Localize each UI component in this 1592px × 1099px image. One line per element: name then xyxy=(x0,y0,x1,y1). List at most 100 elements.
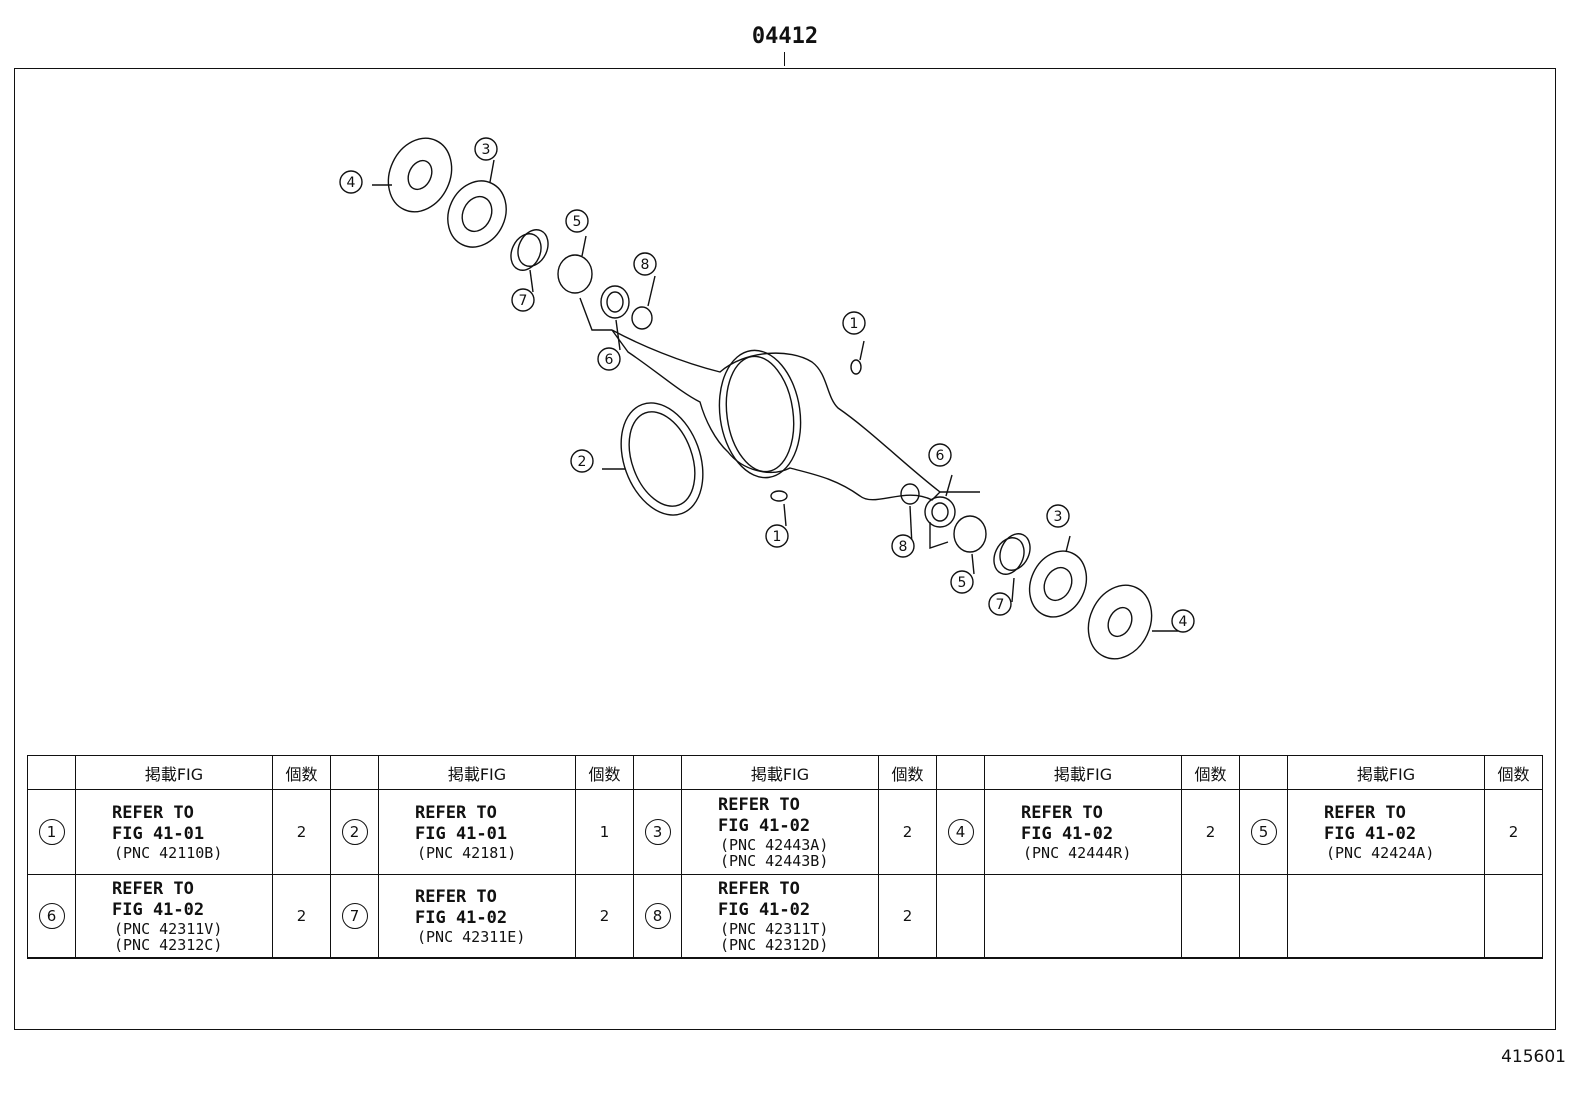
item-index-cell: 5 xyxy=(1239,789,1288,875)
header-qty: 個数 xyxy=(272,755,331,790)
part-number-leader xyxy=(784,52,785,66)
item-qty-cell: 1 xyxy=(575,789,634,875)
header-index-cell xyxy=(27,755,76,790)
item-qty-cell xyxy=(1484,874,1543,959)
fig-reference: FIG 41-02 xyxy=(415,908,508,928)
header-index-cell xyxy=(936,755,985,790)
refer-to-text: REFER TO xyxy=(415,803,497,823)
pnc-code: (PNC 42311E) xyxy=(417,928,526,946)
axle-housing xyxy=(611,329,942,501)
part-1-upper xyxy=(850,359,862,375)
item-qty-cell: 2 xyxy=(272,874,331,959)
callout-number: 5 xyxy=(958,575,967,591)
refer-to-text: REFER TO xyxy=(718,795,800,815)
callout-number: 1 xyxy=(850,316,859,332)
callout-number: 8 xyxy=(899,539,908,555)
fig-reference: FIG 41-01 xyxy=(112,824,205,844)
item-fig-cell xyxy=(1287,874,1485,959)
pnc-code: (PNC 42424A) xyxy=(1326,844,1435,862)
item-index-badge: 3 xyxy=(644,819,671,845)
figure-number: 415601 xyxy=(1501,1047,1566,1067)
callout-number: 3 xyxy=(1054,509,1063,525)
item-qty-cell: 2 xyxy=(272,789,331,875)
header-fig: 掲載FIG xyxy=(681,755,879,790)
part-3-right xyxy=(1028,550,1088,618)
item-qty-cell: 2 xyxy=(1181,789,1240,875)
part-7-left xyxy=(517,229,549,267)
callout-circle xyxy=(988,592,1012,616)
refer-to-text: REFER TO xyxy=(112,879,194,899)
part-8-left xyxy=(631,306,653,330)
item-index-cell: 6 xyxy=(27,874,76,959)
callout-circle xyxy=(842,311,866,335)
callout-circle xyxy=(511,288,535,312)
callout-circle xyxy=(339,170,363,194)
callout-number: 2 xyxy=(578,454,587,470)
fig-reference: FIG 41-01 xyxy=(415,824,508,844)
item-fig-cell xyxy=(984,874,1182,959)
item-index-cell xyxy=(936,874,985,959)
callout-number: 8 xyxy=(641,257,650,273)
header-fig: 掲載FIG xyxy=(378,755,576,790)
header-qty: 個数 xyxy=(1484,755,1543,790)
callout-circle xyxy=(1171,609,1195,633)
item-qty-cell: 2 xyxy=(1484,789,1543,875)
callout-number: 6 xyxy=(605,352,614,368)
header-qty: 個数 xyxy=(575,755,634,790)
callout-number: 7 xyxy=(996,597,1005,613)
part-2-gasket xyxy=(620,402,704,516)
callout-number: 6 xyxy=(936,448,945,464)
item-qty-cell: 2 xyxy=(575,874,634,959)
callout-circle xyxy=(765,524,789,548)
fig-reference: FIG 41-02 xyxy=(1324,824,1417,844)
part-number-label: 04412 xyxy=(751,24,819,49)
pnc-code: (PNC 42443A) xyxy=(720,836,829,854)
carrier-opening xyxy=(725,355,795,473)
item-index-cell: 1 xyxy=(27,789,76,875)
item-index-cell: 8 xyxy=(633,874,682,959)
item-qty-cell xyxy=(1181,874,1240,959)
pnc-code: (PNC 42312C) xyxy=(114,936,223,954)
item-index-badge: 5 xyxy=(1250,819,1277,845)
header-index-cell xyxy=(1239,755,1288,790)
refer-to-text: REFER TO xyxy=(1324,803,1406,823)
part-5-left xyxy=(557,254,593,294)
item-qty-cell: 2 xyxy=(878,874,937,959)
callout-circle xyxy=(928,443,952,467)
refer-to-text: REFER TO xyxy=(112,803,194,823)
part-3-left xyxy=(447,180,507,248)
header-fig: 掲載FIG xyxy=(1287,755,1485,790)
callout-circle xyxy=(565,209,589,233)
callout-number: 1 xyxy=(773,529,782,545)
item-index-badge: 7 xyxy=(341,903,368,929)
pnc-code: (PNC 42110B) xyxy=(114,844,223,862)
fig-reference: FIG 41-02 xyxy=(1021,824,1114,844)
header-index-cell xyxy=(330,755,379,790)
refer-to-text: REFER TO xyxy=(415,887,497,907)
item-index-badge: 2 xyxy=(341,819,368,845)
callout-number: 4 xyxy=(347,175,356,191)
fig-reference: FIG 41-02 xyxy=(718,900,811,920)
part-6-right xyxy=(924,496,956,528)
part-7-right xyxy=(999,533,1031,571)
item-index-cell: 3 xyxy=(633,789,682,875)
callout-circle xyxy=(597,347,621,371)
header-fig: 掲載FIG xyxy=(75,755,273,790)
pnc-code: (PNC 42443B) xyxy=(720,852,829,870)
part-6-left xyxy=(600,285,630,319)
item-index-cell: 4 xyxy=(936,789,985,875)
fig-reference: FIG 41-02 xyxy=(718,816,811,836)
item-qty-cell: 2 xyxy=(878,789,937,875)
item-index-badge: 4 xyxy=(947,819,974,845)
part-4-left xyxy=(387,137,453,213)
